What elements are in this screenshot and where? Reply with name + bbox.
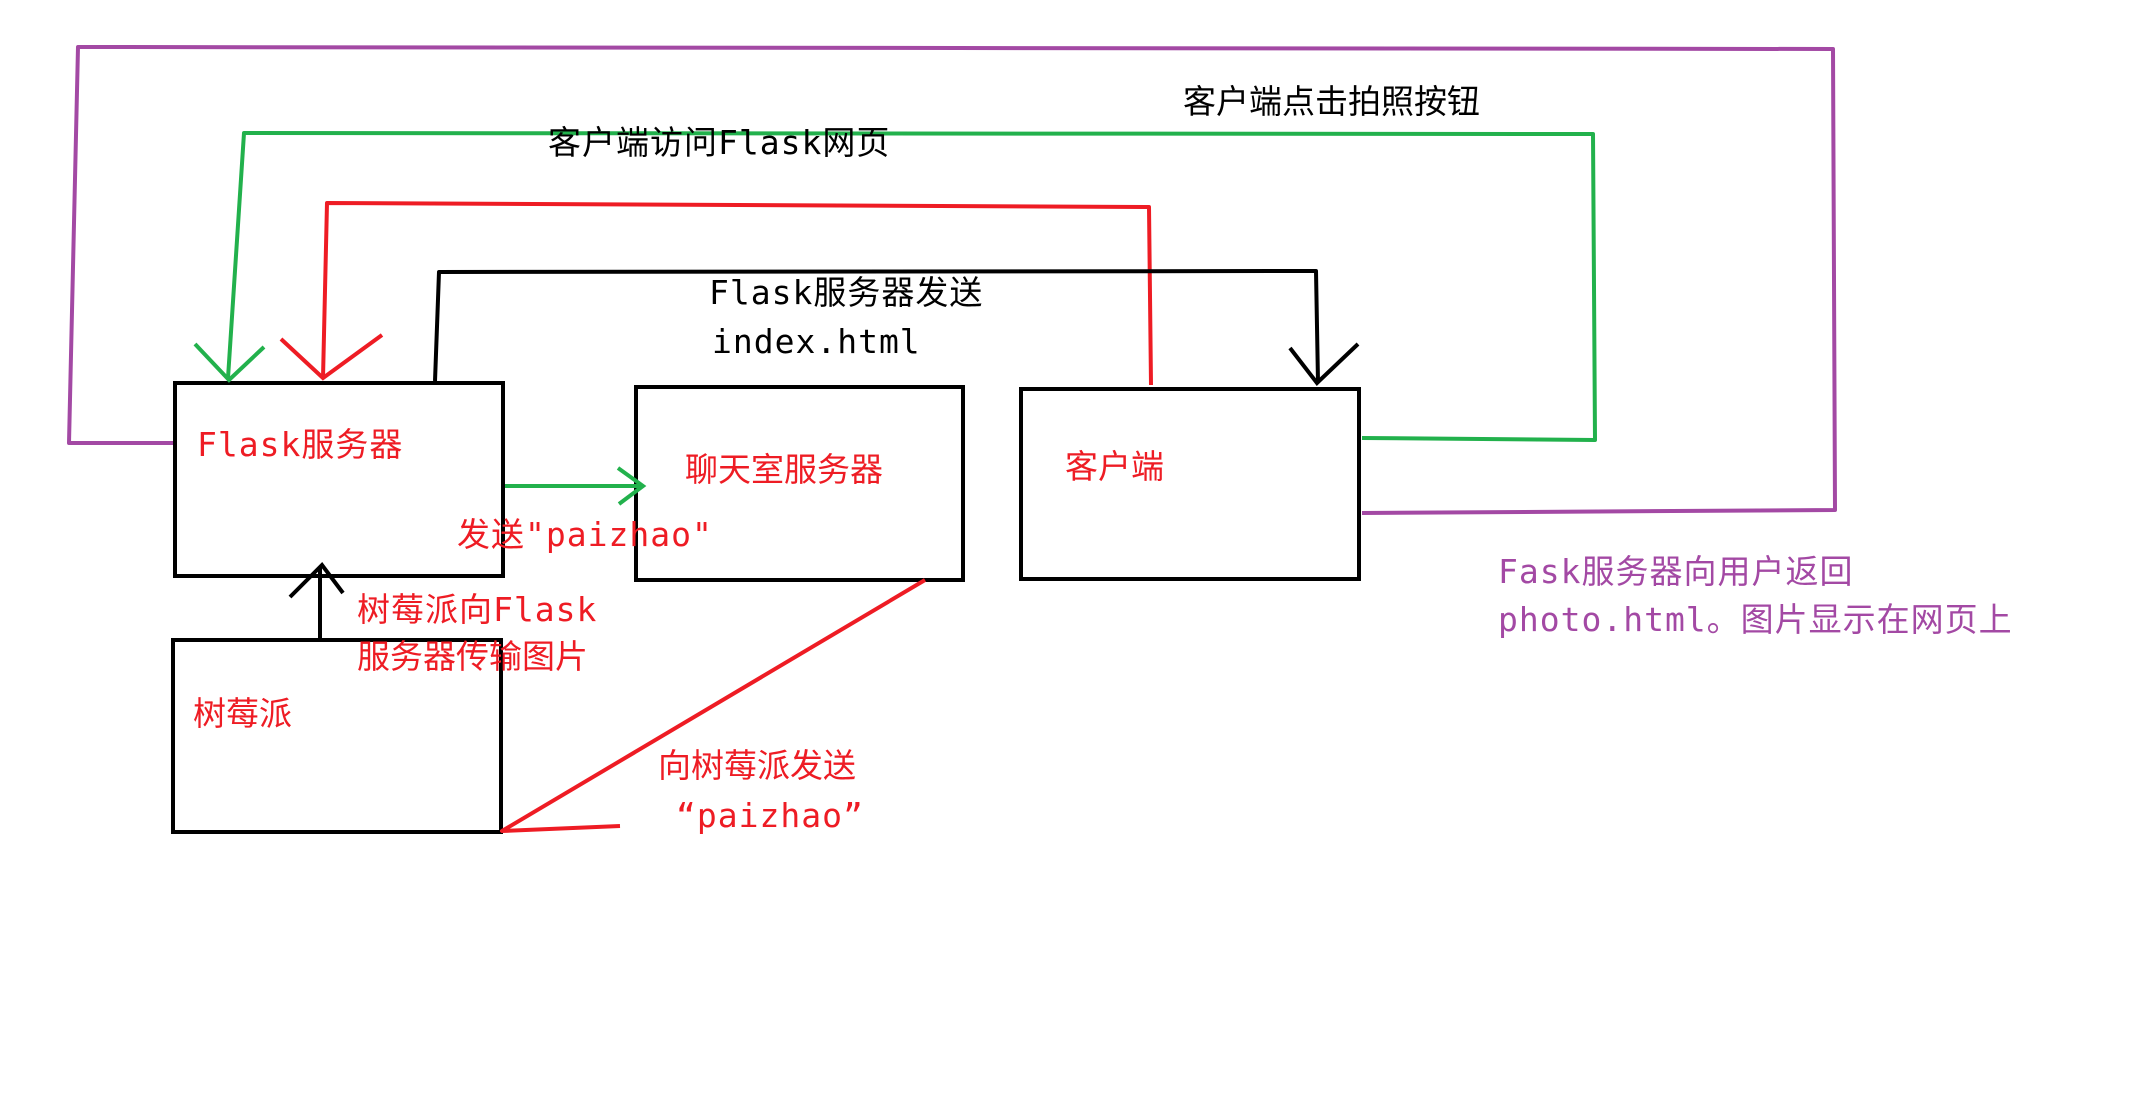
- red-top-line: [321, 201, 1153, 386]
- client-label: 客户端: [1065, 447, 1164, 486]
- green-flask-to-chat-arrowhead: [616, 466, 647, 506]
- raspberry-pi-box: [171, 638, 503, 834]
- flask-server-box: [173, 381, 505, 578]
- flask-send-label-2: index.html: [712, 322, 921, 361]
- green-click-line: [226, 131, 1597, 442]
- flask-server-label: Flask服务器: [197, 425, 404, 464]
- raspberry-pi-label: 树莓派: [193, 694, 292, 733]
- send-paizhao-label: 发送"paizhao": [457, 515, 713, 554]
- flask-send-label-1: Flask服务器发送: [709, 273, 984, 312]
- purple-return-line: [67, 45, 1837, 515]
- to-pi-label-1: 向树莓派发送: [658, 746, 856, 785]
- black-index-arrowhead: [1288, 342, 1360, 386]
- pi-upload-label-1: 树莓派向Flask: [357, 590, 598, 629]
- return-label-2: photo.html。图片显示在网页上: [1498, 600, 2013, 639]
- red-chat-to-pi-line: [500, 578, 927, 833]
- chat-server-box: [634, 385, 965, 582]
- green-click-arrowhead: [193, 342, 266, 383]
- client-box: [1019, 387, 1361, 581]
- red-top-arrowhead: [279, 333, 384, 381]
- client-visit-label: 客户端访问Flask网页: [548, 123, 891, 162]
- pi-upload-label-2: 服务器传输图片: [357, 637, 588, 676]
- to-pi-label-2: “paizhao”: [676, 796, 864, 835]
- return-label-1: Fask服务器向用户返回: [1498, 552, 1854, 591]
- black-pi-to-flask-arrowhead: [288, 561, 345, 599]
- black-index-line: [433, 269, 1320, 383]
- chat-server-label: 聊天室服务器: [685, 450, 883, 489]
- client-click-label: 客户端点击拍照按钮: [1183, 82, 1480, 121]
